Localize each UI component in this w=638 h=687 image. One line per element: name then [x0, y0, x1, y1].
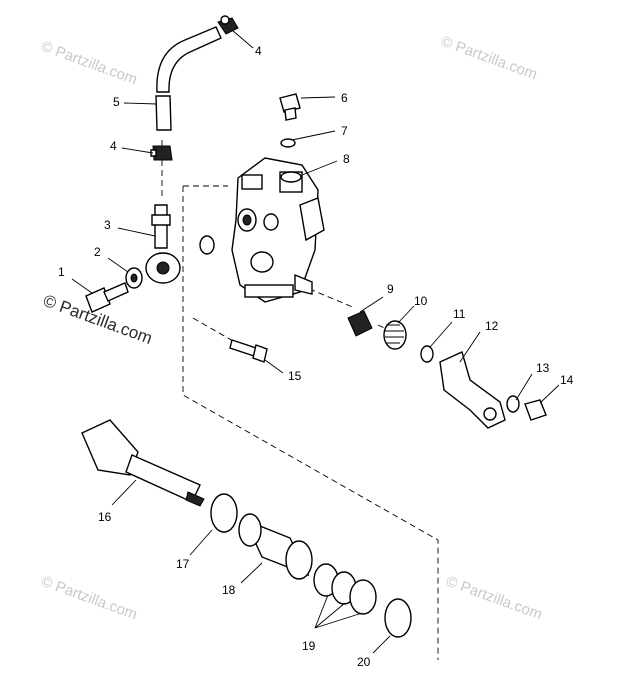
part-washer-7: [280, 138, 296, 148]
part-oring-17: [210, 493, 238, 533]
part-washer-2: [125, 267, 143, 289]
callout-7: 7: [341, 124, 348, 138]
watermark-top-left: © Partzilla.com: [39, 38, 140, 89]
part-top-bolt: [279, 93, 301, 121]
callout-11: 11: [453, 307, 466, 321]
callout-15: 15: [288, 369, 302, 383]
part-control-lever: [439, 351, 506, 429]
callout-numbers: 1 2 3 4 4 5 6 7 8 9 10 11 12 13 14 15 16…: [58, 44, 574, 669]
callout-2: 2: [94, 245, 101, 259]
part-hose: [155, 26, 222, 131]
callout-3: 3: [104, 218, 111, 232]
part-seals: [313, 563, 377, 615]
part-spring: [383, 320, 407, 350]
watermark-bottom-right: © Partzilla.com: [444, 573, 545, 624]
part-nut: [524, 399, 547, 421]
callout-14: 14: [560, 373, 574, 387]
callout-4-top: 4: [255, 44, 262, 58]
part-banjo-bolt: [85, 282, 129, 313]
callout-17: 17: [176, 557, 190, 571]
callout-5: 5: [113, 95, 120, 109]
callout-16: 16: [98, 510, 112, 524]
callout-8: 8: [343, 152, 350, 166]
callout-9: 9: [387, 282, 394, 296]
callout-13: 13: [536, 361, 550, 375]
part-clamp-lower: [150, 145, 173, 161]
leader-lines: [71, 29, 560, 654]
part-inlet-washer: [199, 235, 215, 255]
part-banjo-fitting: [145, 204, 181, 284]
watermark-bottom-left: © Partzilla.com: [39, 573, 140, 624]
callout-19: 19: [302, 639, 316, 653]
callout-20: 20: [357, 655, 371, 669]
part-drive-shaft: [81, 419, 205, 507]
callout-4-lower: 4: [110, 139, 117, 153]
part-bushing: [347, 310, 373, 337]
callout-18: 18: [222, 583, 236, 597]
part-sleeve: [238, 513, 313, 580]
part-washer-11: [420, 345, 434, 363]
callout-12: 12: [485, 319, 499, 333]
part-oring-20: [384, 598, 412, 638]
watermark-top-right: © Partzilla.com: [439, 33, 540, 84]
callout-10: 10: [414, 294, 428, 308]
part-clamp-top: [217, 15, 239, 35]
callout-6: 6: [341, 91, 348, 105]
part-oil-pump: [231, 157, 325, 303]
callout-1: 1: [58, 265, 65, 279]
part-screw: [229, 339, 268, 363]
